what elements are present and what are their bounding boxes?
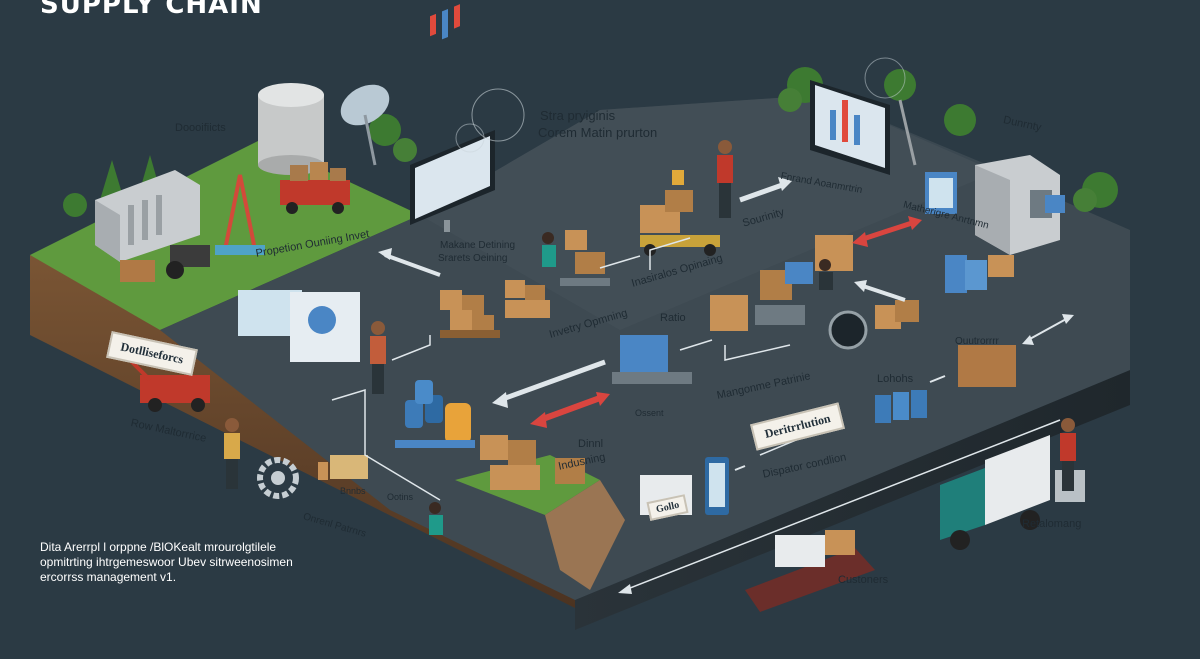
description-line: opmitrting ihtrgemeswoor Ubev sitrweenos… [40,555,293,569]
top-note-line: Corem Matin prurton [538,125,658,140]
box-stack-icon [505,280,550,318]
flow-arrow [492,359,606,408]
flow-line [331,237,821,501]
label-retail: Retalomang [1022,518,1082,530]
flow-arrow [852,216,922,247]
truck-icon [940,435,1085,550]
satellite-dish-icon [340,84,390,166]
logistics-rack-icon [875,390,927,423]
box-stack-icon [560,230,610,286]
flow-arrow [378,248,441,277]
data-panel-icon [238,290,360,362]
label-ratio: Ratio [660,312,686,324]
monitor-right-icon [810,80,917,175]
top-note-line: Stra pryiginis [540,108,616,123]
tree-icon [63,193,87,217]
bubble-icon [455,57,906,153]
flow-arrow [854,280,906,302]
steering-wheel-icon [828,310,868,350]
label-logistics: Lohohs [877,373,914,385]
label-osent: Ossent [635,408,664,418]
label-nu: Ootins [387,492,414,502]
flow-arrow [1022,314,1074,345]
box-stack-icon [480,435,585,490]
description-line: Dita Arerrpl l orppne /BlOKealt mrourolg… [40,540,277,554]
box-stack-icon [440,290,500,338]
worker-icon [717,140,733,218]
forklift-icon [640,170,720,256]
description-line: ercorrss management v1. [40,570,177,584]
label-monitor-left: Makane Detining [440,240,516,251]
flow-arrow [530,392,610,428]
monitor-left-icon [410,4,495,232]
tree-icon [1073,172,1118,212]
ship-icon [745,530,875,612]
label-customers: Custoners [838,574,889,586]
label-monitor-left-2: Srarets Oeining [438,253,508,264]
worker-icon [819,259,833,290]
cart-icon [280,162,350,214]
tree-icon [884,69,916,101]
platform-side-right [575,370,1130,630]
factory-icon [95,170,200,262]
box-stack-icon [875,300,919,329]
forklift-small-icon [318,455,368,480]
worker-icon [1060,418,1076,491]
flow-arrow [618,419,1061,594]
worker-icon [542,232,556,267]
label-suppliers: Doooifiicts [175,122,226,134]
warehouse-icon [975,155,1065,255]
description: Dita Arerrpl l orppne /BlOKealt mrourolg… [40,540,340,585]
worker-icon [370,321,386,394]
oil-rig-icon [215,174,265,255]
label-outdoor: Ouutrorrrr [955,336,999,347]
box-stack-icon [710,235,853,331]
tree-icon [369,114,417,162]
barrel-stack-icon [395,380,475,448]
container-icon [958,345,1016,387]
box-stack-icon [945,255,1014,293]
tree-icon [944,104,976,136]
flow-arrow [739,177,792,203]
rock-icon [545,480,625,590]
silo-icon [258,83,324,175]
label-dinnl: Dinnl [578,438,604,450]
page-title: SUPPLY CHAIN [40,0,263,20]
top-note: Stra pryiginis Corem Matin prurton [538,107,657,141]
mobile-device-icon [705,457,729,515]
worker-icon [429,502,443,535]
tractor-icon [120,245,210,282]
label-bnnbs: Bnnbs [340,486,366,496]
worker-icon [224,418,240,489]
gear-icon [257,457,299,499]
flow-arrow [734,375,946,471]
server-icon [612,335,692,384]
dashboard-icon [925,172,957,214]
